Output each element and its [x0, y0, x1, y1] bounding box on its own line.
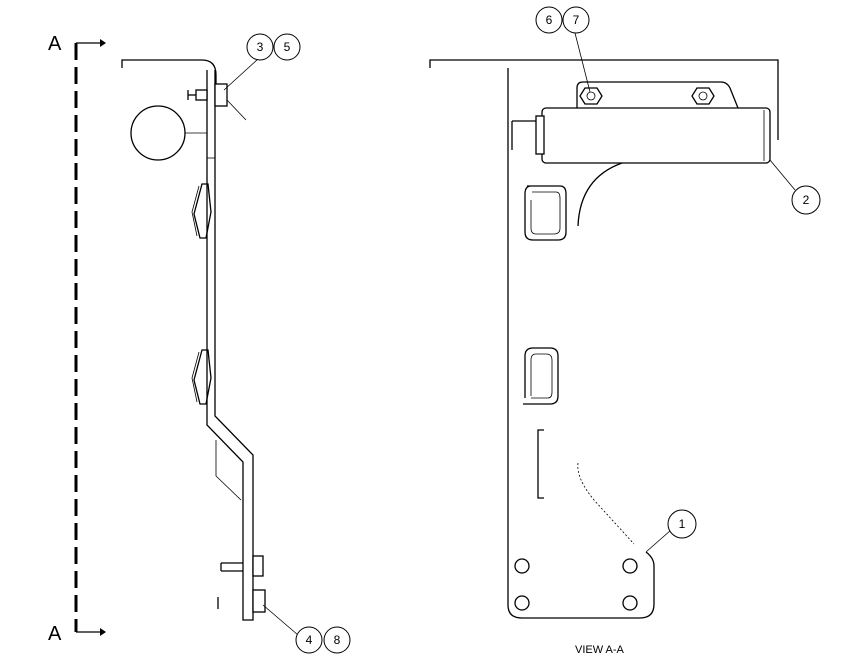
callout-7: 7 [562, 6, 590, 34]
callout-2: 2 [791, 185, 821, 215]
front-view: VIEW A-A [429, 59, 779, 656]
nut-left [579, 87, 603, 105]
callout-8: 8 [323, 626, 351, 654]
callout-5: 5 [273, 33, 301, 61]
callout-4: 4 [295, 626, 323, 654]
mount-hole [622, 558, 638, 574]
svg-text:3: 3 [257, 40, 264, 54]
svg-text:7: 7 [573, 13, 580, 27]
callout-3: 3 [246, 33, 274, 61]
svg-text:6: 6 [546, 13, 553, 27]
section-line: A A [48, 33, 106, 645]
side-view [121, 59, 266, 621]
callout-6: 6 [535, 6, 563, 34]
section-label-top: A [48, 33, 62, 55]
svg-text:5: 5 [284, 40, 291, 54]
mount-hole [514, 595, 530, 611]
callout-1: 1 [667, 509, 697, 539]
svg-text:8: 8 [334, 633, 341, 647]
svg-text:4: 4 [306, 633, 313, 647]
view-label: VIEW A-A [575, 644, 625, 656]
svg-text:2: 2 [803, 193, 810, 207]
mount-hole [514, 558, 530, 574]
leader-lines [223, 32, 796, 636]
mount-hole [622, 595, 638, 611]
section-label-bottom: A [48, 623, 62, 645]
nut-right [691, 87, 715, 105]
svg-text:1: 1 [679, 517, 686, 531]
